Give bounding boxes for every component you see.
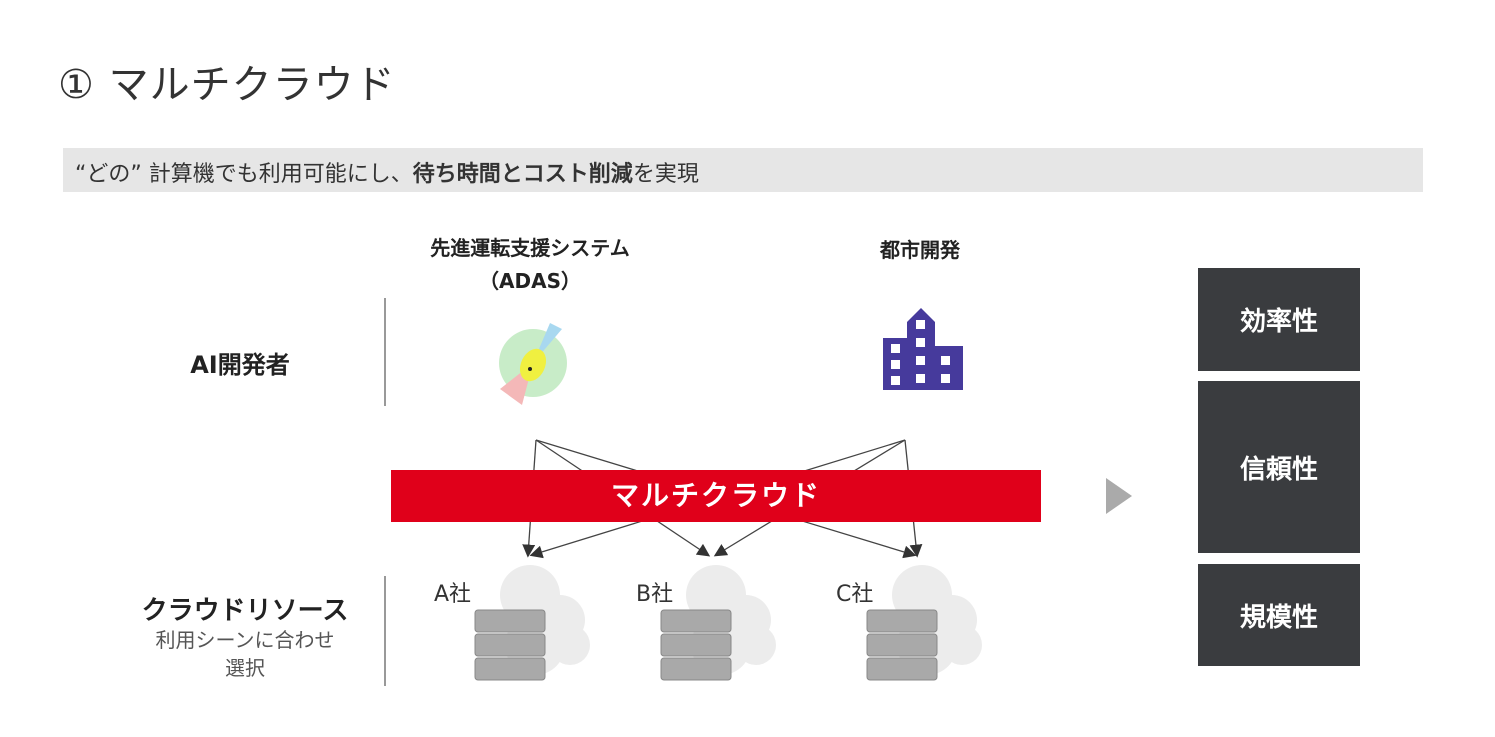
arrow-right-icon — [1106, 478, 1132, 514]
divider — [384, 298, 386, 406]
benefit-scalability: 規模性 — [1198, 564, 1360, 666]
ai-developer-label: AI開発者 — [190, 351, 290, 379]
usecase-adas-label: 先進運転支援システム （ADAS） — [380, 232, 680, 294]
benefit-efficiency: 効率性 — [1198, 268, 1360, 371]
slide-title: ① マルチクラウド — [58, 62, 396, 108]
provider-a-label: A社 — [434, 582, 472, 607]
banner-pre: “どの” 計算機でも利用可能にし、 — [75, 162, 413, 187]
cloud-resource-sub: 利用シーンに合わせ選択 — [110, 626, 380, 682]
cloud-resource-label: クラウドリソース — [141, 596, 349, 626]
summary-banner: “どの” 計算機でも利用可能にし、待ち時間とコスト削減を実現 — [63, 148, 1423, 192]
divider — [384, 576, 386, 686]
cloud-server-icons — [474, 564, 983, 681]
provider-b-label: B社 — [636, 582, 674, 607]
multicloud-bar: マルチクラウド — [391, 470, 1041, 522]
provider-c-label: C社 — [836, 582, 874, 607]
banner-post: を実現 — [632, 162, 699, 187]
sub-line1: 利用シーンに合わせ — [155, 628, 335, 652]
radar-icon — [499, 323, 567, 405]
adas-label-line1: 先進運転支援システム — [430, 236, 630, 260]
adas-label-line2: （ADAS） — [479, 269, 581, 293]
benefit-reliability: 信頼性 — [1198, 381, 1360, 553]
building-icon — [883, 308, 963, 390]
usecase-urban-label: 都市開発 — [880, 238, 960, 262]
banner-bold: 待ち時間とコスト削減 — [412, 162, 633, 187]
sub-line2: 選択 — [225, 656, 265, 680]
